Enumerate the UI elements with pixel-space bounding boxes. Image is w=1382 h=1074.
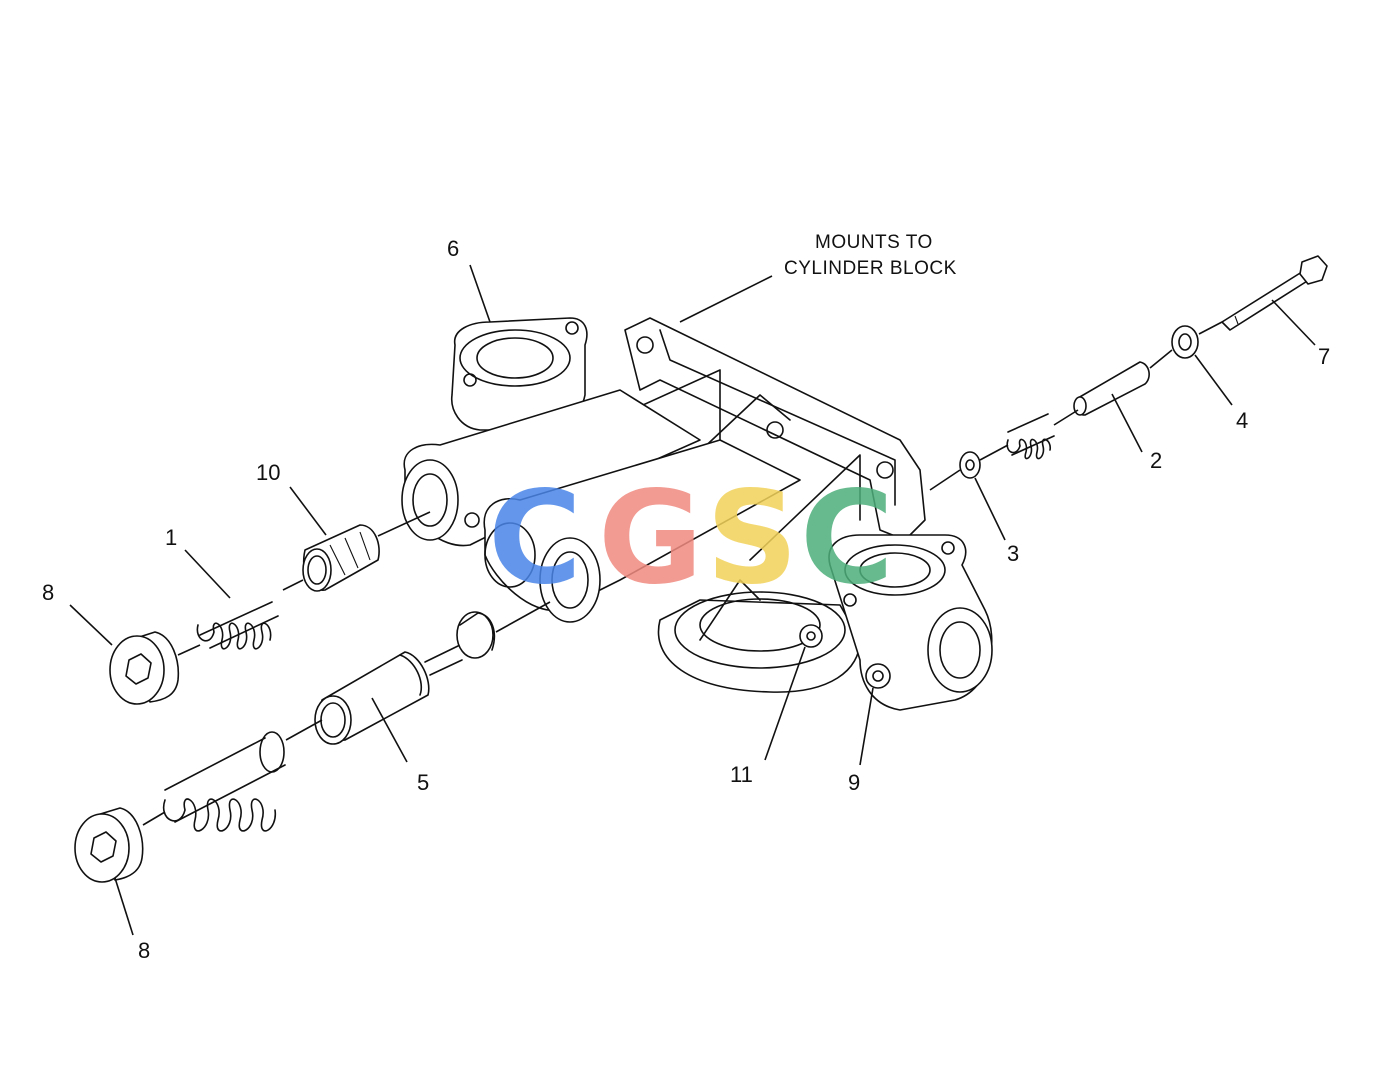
callout-11: 11 xyxy=(730,762,753,787)
callout-3: 3 xyxy=(1007,541,1019,566)
valve-icon xyxy=(314,611,496,745)
callout-2: 2 xyxy=(1150,448,1162,473)
spring-icon xyxy=(162,731,286,832)
washer-icon xyxy=(1171,325,1199,359)
spring-icon xyxy=(196,601,279,650)
callout-4: 4 xyxy=(1236,408,1248,433)
housing-icon xyxy=(401,317,993,711)
callout-9: 9 xyxy=(848,770,860,795)
watermark-letter-c2: C xyxy=(800,464,894,613)
callout-8-lower: 8 xyxy=(138,938,150,963)
hex-socket-plug-icon xyxy=(74,807,144,883)
note-cylinder-block: CYLINDER BLOCK xyxy=(784,258,957,279)
callout-10: 10 xyxy=(256,460,280,485)
callout-7: 7 xyxy=(1318,344,1330,369)
watermark-letter-g: G xyxy=(598,464,703,613)
valve-icon xyxy=(1073,361,1150,416)
bolt-icon xyxy=(1221,255,1328,331)
callout-6: 6 xyxy=(447,236,459,261)
watermark-letter-s: S xyxy=(706,464,798,613)
hex-socket-plug-icon xyxy=(109,631,180,705)
callout-5: 5 xyxy=(417,770,429,795)
note-mounts-to: MOUNTS TO xyxy=(815,232,933,253)
spring-icon xyxy=(1006,413,1055,460)
watermark-letter-c1: C xyxy=(488,464,582,613)
assembly-axis-lines xyxy=(142,321,1223,826)
washer-icon xyxy=(959,451,981,479)
valve-icon xyxy=(302,524,380,592)
callout-1: 1 xyxy=(165,525,177,550)
leader-lines xyxy=(69,264,1316,936)
callout-8-upper: 8 xyxy=(42,580,54,605)
watermark-logo: C G S C xyxy=(488,464,894,613)
